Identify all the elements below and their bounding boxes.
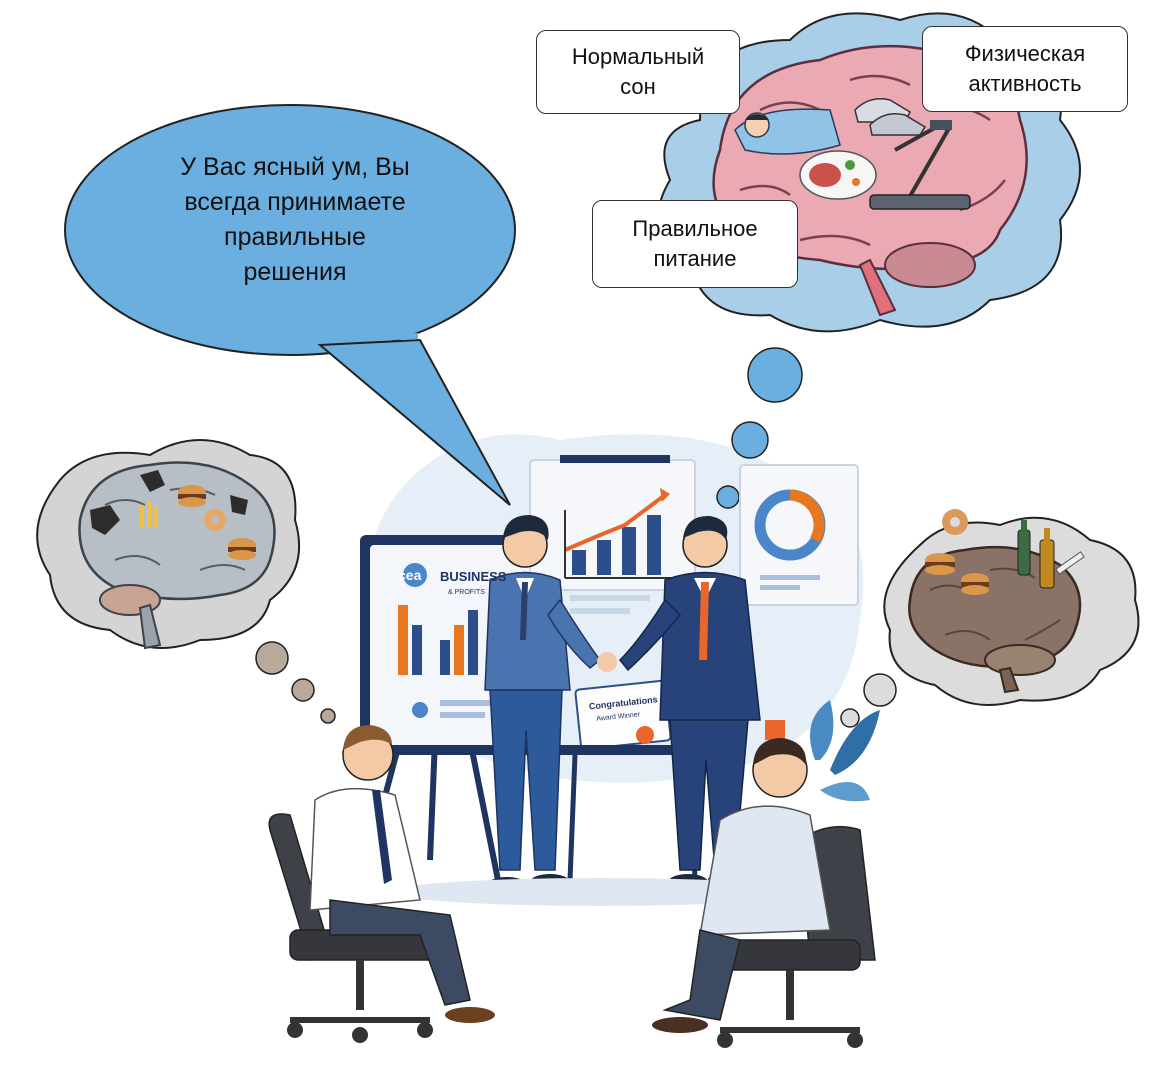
label-line: активность xyxy=(968,71,1082,96)
donut-icon xyxy=(204,509,226,531)
speech-line: всегда принимаете xyxy=(184,188,406,216)
certificate-line2: Award Winner xyxy=(596,711,641,723)
board-title-text: BUSINESS xyxy=(440,569,507,584)
cigarette-icon xyxy=(1055,551,1085,575)
presenter-left xyxy=(484,515,602,893)
burger-icon xyxy=(961,573,989,595)
label-physical-activity: Физическая активность xyxy=(922,26,1128,112)
sneakers-icon xyxy=(854,98,927,136)
bottle-icon xyxy=(1017,520,1031,576)
label-line: Правильное xyxy=(632,216,758,241)
label-line: сон xyxy=(620,74,656,99)
healthy-food-plate-icon xyxy=(799,150,877,200)
speech-line: правильные xyxy=(224,223,366,251)
treadmill-icon xyxy=(869,120,971,210)
bottle-icon xyxy=(1039,528,1055,589)
burger-icon xyxy=(925,553,955,575)
board-subtitle-text: & PROFITS xyxy=(448,589,485,596)
label-line: Физическая xyxy=(964,41,1086,66)
label-proper-nutrition: Правильное питание xyxy=(592,200,798,288)
label-normal-sleep: Нормальный сон xyxy=(536,30,740,114)
unhealthy-brain-left xyxy=(78,461,276,650)
board-logo-text: cea xyxy=(398,567,422,583)
burger-icon xyxy=(178,485,206,507)
label-line: питание xyxy=(653,246,737,271)
donut-icon xyxy=(942,509,968,535)
floor-shadow xyxy=(390,878,810,906)
speech-line: У Вас ясный ум, Вы xyxy=(180,153,410,181)
burger-icon xyxy=(228,538,256,560)
speech-line: решения xyxy=(243,258,347,286)
label-line: Нормальный xyxy=(571,44,705,69)
center-presentation-board xyxy=(529,455,696,614)
sleeping-person-icon xyxy=(734,108,841,155)
speech-bubble-text: У Вас ясный ум, Вы всегда принимаете пра… xyxy=(120,150,470,290)
unhealthy-brain-right xyxy=(908,509,1085,694)
fries-icon xyxy=(140,502,158,527)
plant-decoration xyxy=(765,700,880,802)
seated-man-left xyxy=(268,725,495,1043)
right-screen-donut xyxy=(739,464,859,606)
seated-man-right xyxy=(652,738,876,1048)
speech-bubble xyxy=(64,104,516,506)
